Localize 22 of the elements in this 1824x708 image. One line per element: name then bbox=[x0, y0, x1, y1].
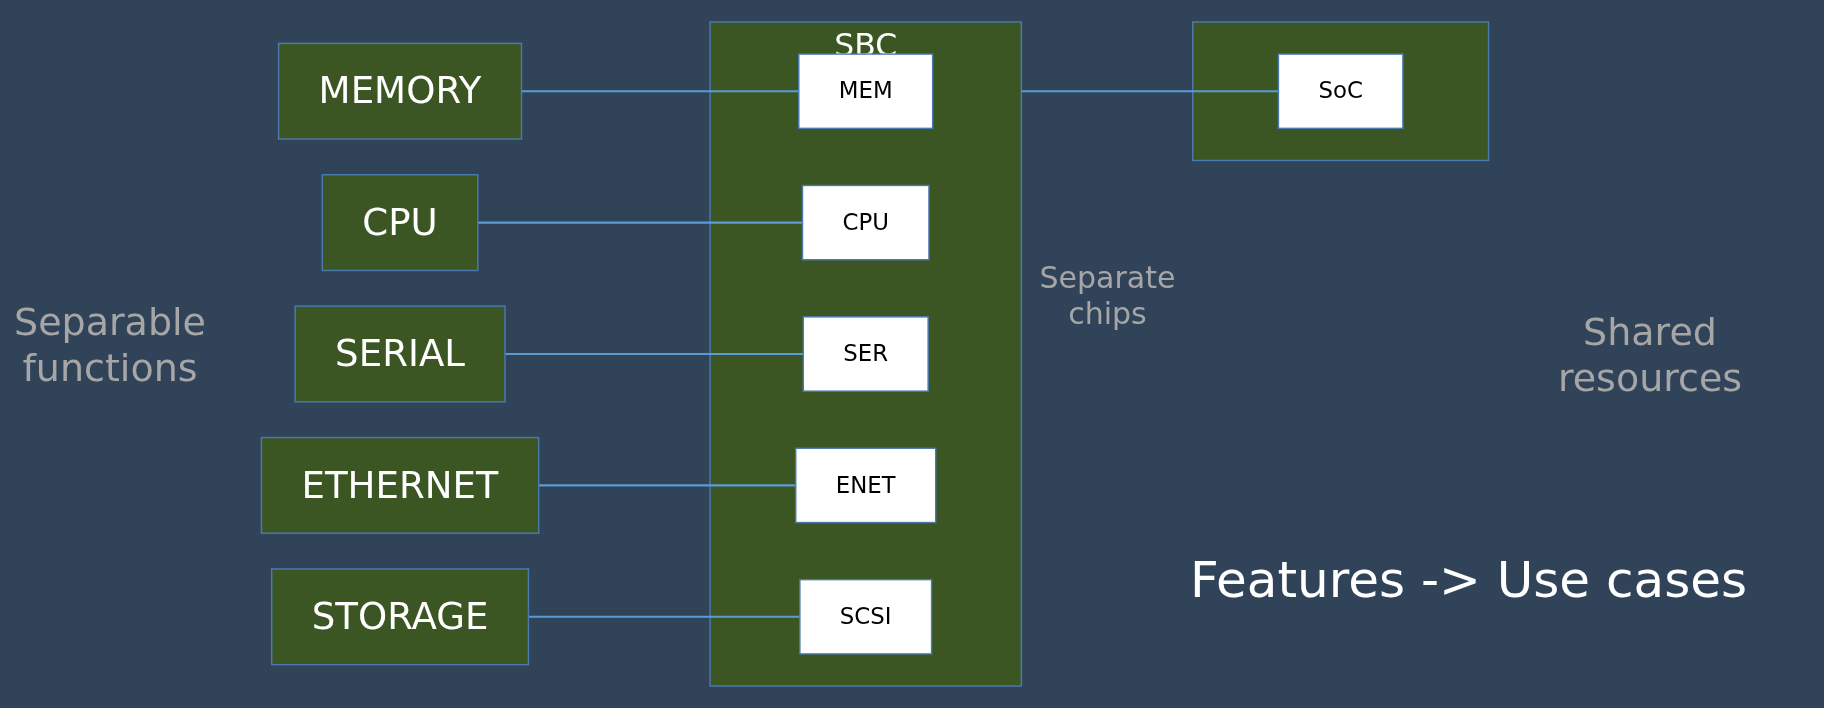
note-text: Features -> Use cases bbox=[1190, 550, 1747, 610]
node-box: SoC bbox=[1277, 53, 1404, 130]
node-box: SERIAL bbox=[294, 305, 506, 403]
node-box: SER bbox=[802, 316, 929, 392]
cluster bbox=[1192, 21, 1490, 162]
connector bbox=[528, 615, 800, 618]
connector bbox=[477, 221, 803, 224]
node-box: MEM bbox=[798, 53, 934, 130]
node-box: MEMORY bbox=[277, 42, 523, 140]
connector bbox=[1021, 90, 1279, 93]
connector bbox=[505, 352, 804, 356]
node-box: ENET bbox=[795, 447, 937, 524]
node-box: CPU bbox=[321, 174, 479, 272]
node-box: STORAGE bbox=[270, 568, 530, 666]
connector bbox=[538, 484, 796, 487]
connector bbox=[521, 90, 799, 93]
note-text: Separate chips bbox=[1038, 260, 1177, 332]
node-box: ETHERNET bbox=[260, 436, 540, 534]
note-text: Shared resources bbox=[1556, 310, 1744, 402]
node-box: CPU bbox=[801, 184, 930, 261]
note-text: Separable functions bbox=[13, 300, 207, 392]
node-box: SCSI bbox=[799, 578, 933, 655]
